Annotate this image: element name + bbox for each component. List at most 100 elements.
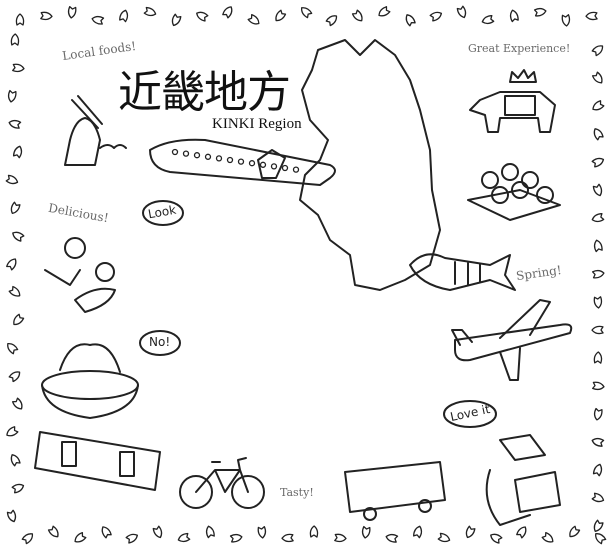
petal-icon	[592, 381, 605, 391]
petal-icon	[222, 6, 233, 19]
train-window	[270, 163, 278, 170]
petal-icon	[533, 7, 547, 17]
petal-icon	[561, 14, 571, 27]
page-subtitle: KINKI Region	[212, 116, 302, 132]
petal-icon	[593, 128, 604, 141]
petal-icon	[47, 525, 59, 538]
awaji-island	[257, 149, 286, 179]
train-window	[259, 161, 267, 168]
petal-icon	[11, 483, 25, 494]
petal-icon	[119, 9, 129, 23]
petal-icon	[591, 157, 605, 168]
petal-icon	[593, 519, 604, 532]
petal-icon	[177, 532, 191, 543]
box-stack-icon	[485, 434, 561, 526]
petal-icon	[12, 145, 23, 159]
petal-icon	[591, 45, 604, 57]
label-great-experience: Great Experience!	[468, 42, 571, 55]
train-window	[215, 155, 223, 162]
train-window	[204, 153, 212, 160]
petal-icon	[437, 532, 451, 543]
page-title: 近畿地方	[118, 67, 291, 118]
petal-icon	[585, 11, 598, 21]
petal-icon	[8, 285, 21, 297]
shinkansen-icon	[149, 138, 336, 186]
bubble-no-text: No!	[149, 335, 171, 349]
petal-icon	[516, 526, 527, 539]
bus-icon	[344, 461, 446, 521]
petal-icon	[413, 525, 423, 539]
petal-icon	[300, 7, 313, 19]
petal-icon	[11, 397, 23, 410]
petal-icon	[171, 13, 182, 27]
petal-icon	[21, 533, 34, 545]
love-it-bubble	[443, 400, 497, 428]
petal-icon	[481, 14, 495, 25]
petal-icon	[325, 15, 338, 27]
train-window	[237, 158, 245, 165]
petal-icon	[257, 526, 267, 539]
petal-icon	[592, 100, 605, 111]
petal-icon	[593, 296, 603, 309]
train-window	[226, 156, 234, 164]
petal-icon	[74, 532, 87, 543]
petal-icon	[595, 533, 607, 545]
petal-icon	[569, 525, 581, 538]
train-window	[292, 166, 300, 173]
petal-icon	[593, 407, 603, 421]
local-train-icon	[34, 431, 161, 491]
petal-icon	[591, 325, 604, 335]
petal-icon	[40, 11, 53, 21]
petal-icon	[7, 89, 17, 103]
petal-icon	[592, 463, 603, 477]
bull-icon	[469, 69, 556, 133]
petal-icon	[378, 6, 391, 17]
petal-icon	[7, 342, 19, 355]
label-tasty: Tasty!	[280, 486, 314, 499]
petal-icon	[229, 533, 243, 543]
fried-food-icon	[44, 237, 116, 313]
petal-icon	[275, 9, 287, 22]
airplane-icon	[451, 299, 573, 381]
sushi-tray-icon	[467, 163, 561, 221]
petal-icon	[6, 258, 17, 271]
petal-icon	[591, 437, 605, 447]
petal-icon	[334, 533, 347, 543]
petal-icon	[10, 201, 21, 215]
petal-icon	[67, 5, 77, 19]
petal-icon	[101, 526, 112, 539]
petal-icon	[10, 33, 20, 46]
petal-icon	[456, 5, 467, 19]
petal-icon	[281, 533, 294, 543]
look-bubble	[142, 200, 184, 226]
train-window	[171, 148, 179, 156]
petal-icon	[591, 71, 603, 84]
fish-icon	[409, 253, 516, 291]
petal-icon	[465, 525, 476, 539]
petal-icon	[143, 6, 157, 17]
mountain-food-icon	[64, 95, 127, 166]
petal-icon	[592, 183, 603, 197]
train-window	[248, 160, 256, 167]
petal-icon	[385, 533, 399, 543]
petal-icon	[152, 525, 163, 539]
petal-icon	[591, 269, 605, 279]
petal-icon	[509, 9, 519, 23]
petal-icon	[8, 371, 21, 383]
petal-icon	[541, 531, 554, 543]
petal-icon	[490, 533, 503, 544]
petal-icon	[591, 213, 605, 223]
petal-icon	[196, 11, 209, 22]
petal-icon	[591, 492, 605, 503]
petal-border	[5, 5, 607, 545]
hot-pot-icon	[41, 343, 139, 419]
petal-icon	[15, 13, 25, 26]
petal-icon	[125, 533, 138, 544]
petal-icon	[8, 119, 22, 129]
petal-icon	[247, 13, 260, 25]
petal-icon	[91, 15, 105, 25]
petal-icon	[12, 63, 25, 73]
petal-icon	[309, 525, 319, 538]
